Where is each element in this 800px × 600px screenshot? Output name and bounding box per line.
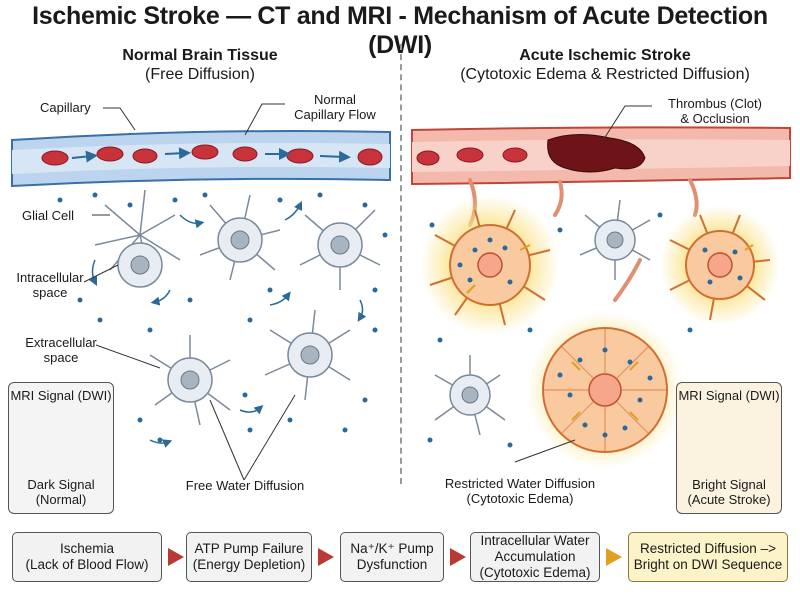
- label-free-water: Free Water Diffusion: [185, 478, 305, 493]
- label-restricted: Restricted Water Diffusion (Cytotoxic Ed…: [425, 476, 615, 506]
- flow-arrow-4: [606, 548, 622, 566]
- flow-step-restricted: Restricted Diffusion –>Bright on DWI Seq…: [628, 532, 788, 582]
- label-normal-flow-2: Capillary Flow: [294, 107, 376, 122]
- left-panel-heading: Normal Brain Tissue (Free Diffusion): [60, 46, 340, 84]
- restricted-arrows: [466, 244, 754, 421]
- flow-step-4-line2: Accumulation: [494, 549, 576, 564]
- label-restricted-2: (Cytotoxic Edema): [466, 491, 574, 506]
- left-subheading: (Free Diffusion): [145, 66, 255, 83]
- page-title: Ischemic Stroke — CT and MRI - Mechanism…: [32, 2, 768, 59]
- flow-step-4-line3: (Cytotoxic Edema): [479, 565, 591, 580]
- signal-box-normal-footer: Dark Signal (Normal): [9, 477, 113, 507]
- signal-box-normal: MRI Signal (DWI) Dark Signal (Normal): [8, 382, 114, 514]
- flow-arrow-1: [168, 548, 184, 566]
- leader-lines: [83, 103, 652, 481]
- flow-arrow-3: [450, 548, 466, 566]
- label-normal-flow-1: Normal: [314, 92, 356, 107]
- signal-normal-footer-2: (Normal): [35, 492, 87, 507]
- signal-box-stroke-header: MRI Signal (DWI): [678, 388, 780, 403]
- label-intracellular: Intracellular space: [10, 270, 90, 300]
- signal-box-stroke-footer: Bright Signal (Acute Stroke): [677, 477, 781, 507]
- flow-step-3-line2: Dysfunction: [356, 557, 428, 572]
- label-extracellular-2: space: [43, 350, 79, 365]
- right-panel-heading: Acute Ischemic Stroke (Cytotoxic Edema &…: [420, 46, 790, 84]
- flow-step-5-line1: Restricted Diffusion –>: [640, 541, 776, 556]
- label-capillary: Capillary: [40, 100, 91, 115]
- label-thrombus-1: Thrombus (Clot): [668, 96, 762, 111]
- signal-box-normal-header: MRI Signal (DWI): [10, 388, 112, 403]
- diffusion-arrows-normal: [88, 200, 367, 448]
- red-blood-cells-normal: [41, 144, 383, 166]
- signal-normal-footer-1: Dark Signal: [27, 477, 95, 492]
- water-molecules-normal: [57, 192, 388, 443]
- label-extracellular: Extracellular space: [18, 335, 104, 365]
- panel-divider: [400, 44, 402, 484]
- glial-nuclei-normal: [130, 230, 350, 390]
- flow-arrow-2: [318, 548, 334, 566]
- water-molecules-stroke: [427, 212, 693, 448]
- signal-stroke-footer-2: (Acute Stroke): [687, 492, 771, 507]
- label-normal-flow: Normal Capillary Flow: [290, 92, 380, 122]
- thrombus-clot: [547, 134, 646, 173]
- label-thrombus-2: & Occlusion: [680, 111, 750, 126]
- label-glial-cell: Glial Cell: [22, 208, 75, 223]
- flow-step-ischemia: Ischemia(Lack of Blood Flow): [12, 532, 162, 582]
- flow-step-4-line1: Intracellular Water: [480, 533, 590, 548]
- trapped-water-molecules: [457, 237, 743, 438]
- left-heading: Normal Brain Tissue: [122, 47, 278, 64]
- right-heading: Acute Ischemic Stroke: [519, 47, 691, 64]
- flow-step-2-line1: ATP Pump Failure: [194, 541, 304, 556]
- flow-step-5-line2: Bright on DWI Sequence: [633, 557, 783, 572]
- flow-step-2-line2: (Energy Depletion): [192, 557, 306, 572]
- signal-stroke-footer-1: Bright Signal: [692, 477, 766, 492]
- label-restricted-1: Restricted Water Diffusion: [444, 476, 596, 491]
- flow-step-1-line1: Ischemia: [59, 541, 115, 556]
- flow-step-3-line1: Na⁺/K⁺ Pump: [350, 541, 434, 556]
- signal-box-stroke: MRI Signal (DWI) Bright Signal (Acute St…: [676, 382, 782, 514]
- label-intracellular-2: space: [32, 285, 68, 300]
- flow-step-1-line2: (Lack of Blood Flow): [25, 557, 149, 572]
- glial-nuclei-stroke-normal: [461, 231, 624, 404]
- flow-arrows-normal: [71, 147, 351, 163]
- label-extracellular-1: Extracellular: [25, 335, 97, 350]
- right-subheading: (Cytotoxic Edema & Restricted Diffusion): [460, 66, 750, 83]
- label-thrombus: Thrombus (Clot) & Occlusion: [650, 96, 780, 126]
- flow-step-atp: ATP Pump Failure(Energy Depletion): [186, 532, 312, 582]
- red-blood-cells-stroke: [416, 147, 528, 166]
- label-intracellular-1: Intracellular: [16, 270, 84, 285]
